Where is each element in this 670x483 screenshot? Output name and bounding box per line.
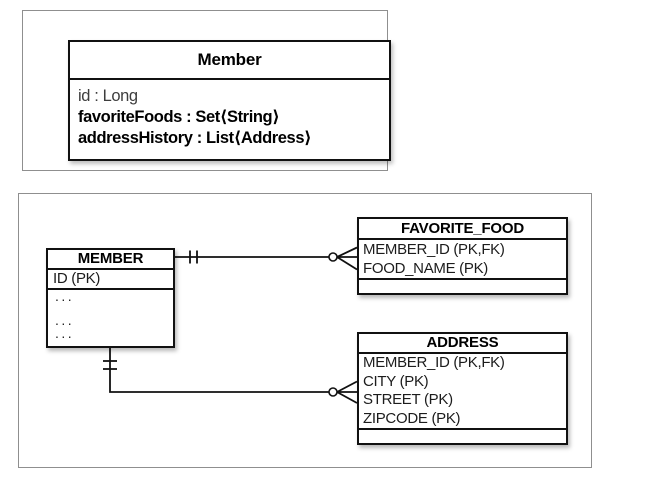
- relationship-member-favorite-food: [175, 246, 358, 271]
- zero-or-many-icon: [328, 246, 358, 271]
- uml-field-address-history: addressHistory : List⟨Address⟩: [78, 129, 312, 147]
- uml-class-member: Member id : Long favoriteFoods : Set⟨Str…: [68, 40, 391, 161]
- erd-table-address: ADDRESS MEMBER_ID (PK,FK) CITY (PK) STRE…: [357, 332, 568, 445]
- table-row: FOOD_NAME (PK): [363, 260, 488, 277]
- empty-row: [359, 428, 566, 443]
- erd-table-body: ... ... ...: [48, 288, 173, 346]
- one-and-only-one-icon: [189, 250, 198, 264]
- table-row: ID (PK): [48, 270, 173, 290]
- table-row: MEMBER_ID (PK,FK): [363, 354, 505, 371]
- ellipsis-row: ...: [55, 325, 75, 341]
- uml-class-title: Member: [70, 42, 389, 80]
- uml-panel: Member id : Long favoriteFoods : Set⟨Str…: [22, 10, 391, 171]
- uml-field-id: id : Long: [78, 87, 138, 105]
- one-and-only-one-icon: [103, 360, 117, 370]
- table-row: MEMBER_ID (PK,FK): [363, 241, 505, 258]
- erd-table-title: FAVORITE_FOOD: [359, 219, 566, 240]
- table-row: STREET (PK): [363, 391, 453, 408]
- erd-table-member: MEMBER ID (PK) ... ... ...: [46, 248, 175, 348]
- ellipsis-row: ...: [55, 312, 75, 328]
- zero-or-many-icon: [328, 380, 358, 404]
- uml-class-fields: id : Long favoriteFoods : Set⟨String⟩ ad…: [70, 80, 389, 149]
- ellipsis-row: ...: [55, 288, 75, 304]
- table-row: CITY (PK): [363, 372, 429, 390]
- empty-row: [359, 278, 566, 293]
- erd-table-favorite-food: FAVORITE_FOOD MEMBER_ID (PK,FK) FOOD_NAM…: [357, 217, 568, 295]
- erd-table-title: MEMBER: [48, 250, 173, 270]
- relationship-line: [109, 348, 329, 393]
- erd-table-title: ADDRESS: [359, 334, 566, 354]
- uml-field-favorite-foods: favoriteFoods : Set⟨String⟩: [78, 108, 280, 126]
- relationship-member-address: [103, 348, 358, 404]
- table-row: ZIPCODE (PK): [363, 409, 461, 427]
